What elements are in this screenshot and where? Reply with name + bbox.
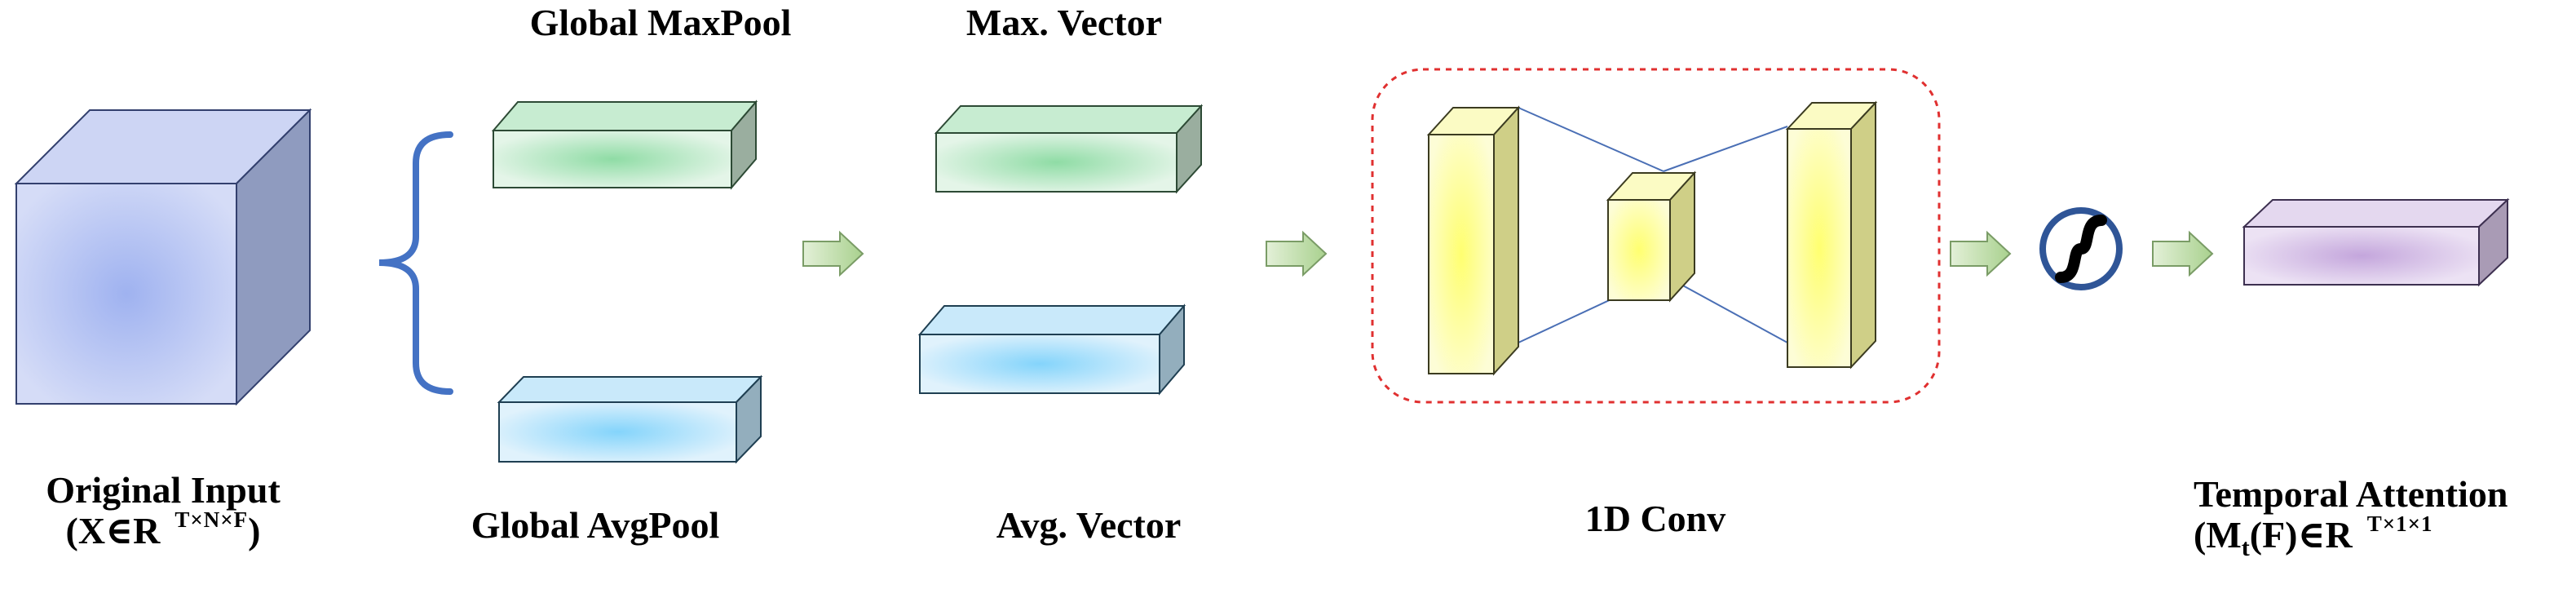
max-vector-label: Max. Vector bbox=[965, 2, 1163, 43]
right-arrow-icon bbox=[802, 230, 864, 277]
sigmoid-icon bbox=[2039, 207, 2123, 290]
input-cube bbox=[14, 108, 312, 406]
ta-math-m: (M bbox=[2194, 513, 2242, 556]
temporal-attention-math: (Mt(F)∈R T×1×1 bbox=[2194, 512, 2569, 563]
original-input-label: Original Input (X∈R T×N×F) bbox=[0, 469, 326, 553]
conv-input-layer bbox=[1426, 105, 1521, 376]
ta-math-sub: t bbox=[2241, 534, 2250, 561]
global-maxpool-label: Global MaxPool bbox=[529, 2, 792, 43]
conv-connections bbox=[1518, 107, 1788, 343]
temporal-attention-label: Temporal Attention (Mt(F)∈R T×1×1 bbox=[2194, 473, 2569, 562]
original-input-math: (X∈R T×N×F) bbox=[0, 507, 326, 553]
maxpool-prism bbox=[491, 100, 758, 190]
original-input-math-suffix: ) bbox=[248, 509, 261, 551]
avg-vector-label: Avg. Vector bbox=[996, 504, 1182, 546]
conv-output-layer bbox=[1785, 100, 1878, 370]
right-arrow-icon bbox=[1266, 230, 1328, 277]
max-vector-prism bbox=[934, 104, 1204, 194]
conv-block-border bbox=[1371, 68, 1941, 404]
right-arrow-icon bbox=[1950, 230, 2012, 277]
global-avgpool-label: Global AvgPool bbox=[471, 504, 720, 546]
original-input-math-prefix: (X∈R bbox=[65, 509, 161, 551]
original-input-title: Original Input bbox=[46, 469, 281, 511]
left-brace-icon bbox=[378, 131, 453, 395]
conv-kernel-layer bbox=[1606, 170, 1697, 303]
conv-label: 1D Conv bbox=[1584, 498, 1726, 539]
attention-prism bbox=[2242, 197, 2510, 287]
avgpool-prism bbox=[497, 374, 763, 464]
original-input-dims: T×N×F bbox=[175, 507, 249, 532]
ta-math-rest: (F)∈R bbox=[2249, 513, 2353, 556]
temporal-attention-title: Temporal Attention bbox=[2194, 473, 2508, 515]
ta-math-dims: T×1×1 bbox=[2366, 511, 2433, 536]
avg-vector-prism bbox=[917, 303, 1186, 396]
right-arrow-icon bbox=[2152, 230, 2214, 277]
